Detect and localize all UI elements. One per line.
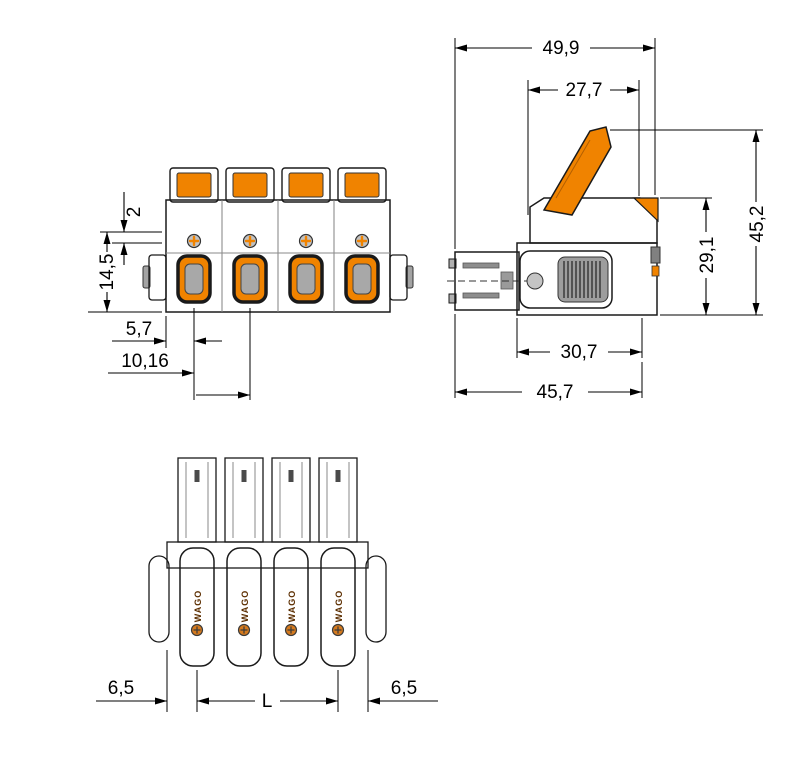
front-left-tab [148,254,167,301]
front-openings [176,254,380,304]
brand-label: WAGO [240,590,250,623]
front-left-nub [142,265,151,289]
dim-label-27-7: 27,7 [566,80,603,101]
bottom-left-tab [148,555,170,643]
front-view: 2 14,5 5,7 10,16 [88,167,414,400]
side-plug-bump [448,293,457,304]
side-view: 49,9 27,7 45,2 29,1 30,7 45,7 [447,38,768,403]
front-dimensions: 2 14,5 5,7 10,16 [88,192,251,400]
bottom-view: WAGO WAGO WAGO WAGO [96,457,438,712]
side-clamp [519,250,613,309]
side-dimensions: 49,9 27,7 45,2 29,1 30,7 45,7 [454,38,768,403]
dim-label-right-margin: 6,5 [391,678,417,699]
dim-label-length: L [262,691,273,712]
bottom-base-band [166,541,369,569]
front-right-tab [389,254,408,301]
brand-label: WAGO [287,590,297,623]
brand-label: WAGO [334,590,344,623]
bottom-dimensions: 6,5 L 6,5 [96,650,438,712]
dim-label-45-7: 45,7 [537,382,574,403]
front-lever-heads [169,167,387,203]
side-spring-hatch [563,261,601,298]
dim-label-49-9: 49,9 [543,38,580,59]
dim-label-45-2: 45,2 [747,206,768,243]
side-right-detail [650,246,661,264]
bottom-paddles: WAGO WAGO WAGO WAGO [179,547,356,667]
bottom-right-tab [365,555,387,643]
dim-label-left-margin: 6,5 [108,678,134,699]
front-screws [186,233,370,249]
dim-label-30-7: 30,7 [561,342,598,363]
side-clamp-pin [526,272,544,290]
side-plug-bump [448,258,457,269]
brand-label: WAGO [193,590,203,623]
dim-label-10-16: 10,16 [121,351,169,372]
side-lever [542,126,612,216]
bottom-shafts [177,457,358,543]
dim-label-29-1: 29,1 [697,237,718,274]
dim-label-14-5: 14,5 [97,254,118,291]
side-latch-wedge [632,197,659,223]
dim-label-2: 2 [124,207,145,218]
dim-label-5-7: 5,7 [126,319,152,340]
front-right-nub [405,265,414,289]
